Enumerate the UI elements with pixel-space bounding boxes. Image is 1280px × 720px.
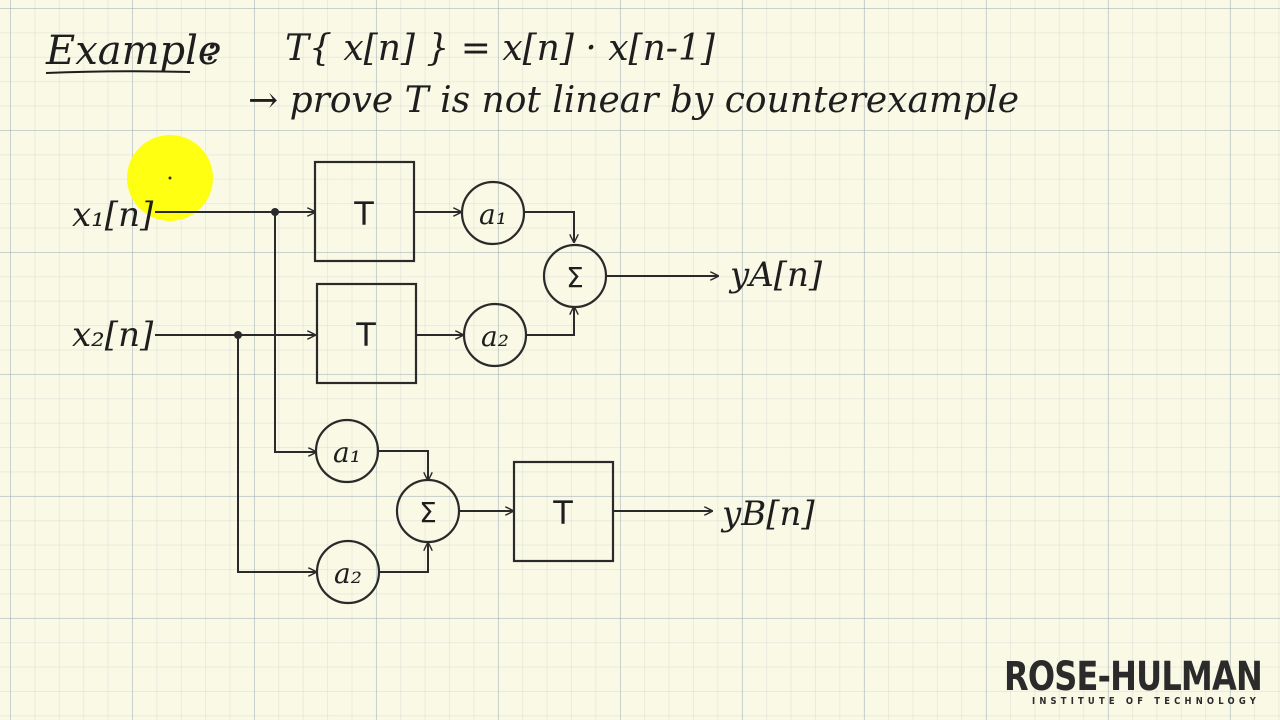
gain-a1-bottom-label: a₁	[333, 436, 361, 469]
rose-hulman-logo-sub: INSTITUTE OF TECHNOLOGY	[1032, 696, 1260, 707]
wire-x1-branch	[274, 212, 316, 452]
gain-a2-bottom-label: a₂	[334, 557, 362, 590]
system-block-bottom-label: T	[552, 494, 573, 532]
example-underline	[45, 70, 191, 74]
heading-colon: :	[205, 28, 217, 69]
system-block-top-2-label: T	[355, 316, 376, 354]
gain-a2-top-label: a₂	[481, 320, 509, 353]
system-block-top-2	[315, 282, 418, 385]
wire-a2-to-sum-top	[526, 307, 574, 336]
rose-hulman-logo-main: ROSE-HULMAN	[1004, 654, 1262, 700]
wire-a2-to-sum-bottom	[379, 543, 428, 573]
system-block-top-1-label: T	[353, 195, 374, 233]
problem-statement: → prove T is not linear by counterexampl…	[248, 80, 1019, 121]
wire-a1-to-sum-bottom	[378, 450, 428, 480]
output-yb-label: yB[n]	[720, 494, 815, 534]
example-heading: Example	[45, 28, 222, 74]
summer-top-label: Σ	[566, 261, 584, 294]
wire-x2-branch	[237, 335, 316, 572]
input-x2-label: x₂[n]	[72, 315, 154, 355]
system-equation: T{ x[n] } = x[n] · x[n-1]	[285, 28, 716, 69]
wire-a1-to-sum-top	[524, 211, 574, 242]
input-x1-label: x₁[n]	[72, 195, 154, 235]
summer-bottom-label: Σ	[419, 496, 437, 529]
output-ya-label: yA[n]	[728, 255, 823, 295]
cursor-dot	[168, 176, 172, 180]
gain-a1-top-label: a₁	[479, 198, 507, 231]
